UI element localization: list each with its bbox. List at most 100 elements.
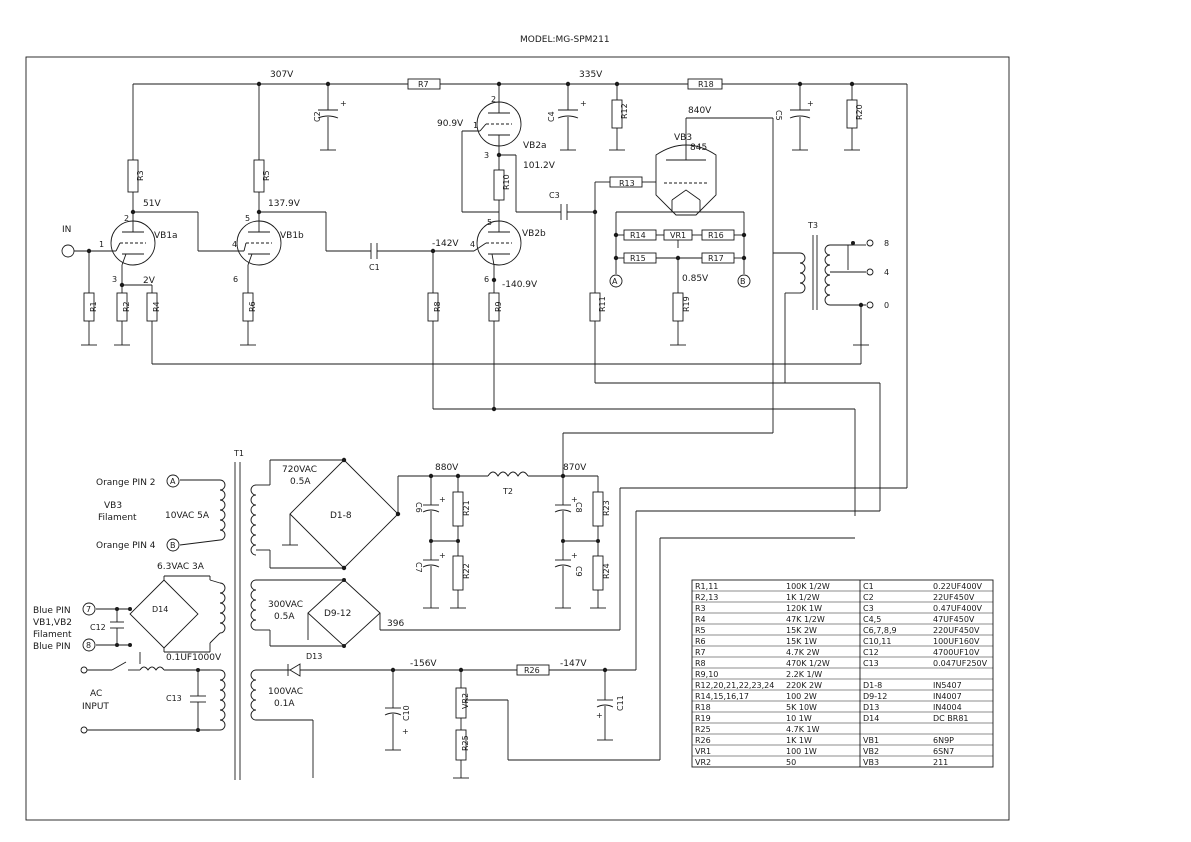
label-c13: C13 <box>166 694 182 703</box>
label-r26: R26 <box>524 666 540 675</box>
parts-table-cell: R1,11 <box>695 582 718 591</box>
parts-table-cell: 1K 1/2W <box>786 593 820 602</box>
label-r12: R12 <box>620 103 629 119</box>
pin-vb1a-3: 3 <box>112 275 117 284</box>
label-r8: R8 <box>433 301 442 312</box>
parts-table-cell: R26 <box>695 736 711 745</box>
parts-table-cell: 22UF450V <box>933 593 975 602</box>
pin-vb1b-5: 5 <box>245 214 250 223</box>
label-ac: AC <box>90 689 102 699</box>
pin-vb2a-3: 3 <box>484 151 489 160</box>
parts-table-cell: 15K 2W <box>786 626 817 635</box>
parts-table-cell: VR2 <box>695 758 711 767</box>
negative-bias: + + <box>256 663 636 779</box>
label-vr1: VR1 <box>670 231 686 240</box>
pin-vb2a-1: 1 <box>473 121 478 130</box>
parts-table-cell: 120K 1W <box>786 604 822 613</box>
label-300vac: 300VAC <box>268 600 303 610</box>
bridge-d9-12 <box>256 578 381 648</box>
label-r21: R21 <box>462 500 471 516</box>
tube-vb2b <box>473 220 522 412</box>
label-c7: C7 <box>414 562 423 573</box>
pin-vb2a-2: 2 <box>491 95 496 104</box>
voltage-minus-156: -156V <box>410 659 437 669</box>
label-d14: D14 <box>152 605 168 614</box>
parts-table-cell: 0.22UF400V <box>933 582 983 591</box>
svg-text:+: + <box>340 99 347 108</box>
label-vb3: VB3 <box>674 133 692 143</box>
svg-text:+: + <box>571 495 578 504</box>
voltage-870: 870V <box>563 463 587 473</box>
parts-table-cell: R19 <box>695 714 711 723</box>
pin-vb2b-5: 5 <box>487 218 492 227</box>
label-r14: R14 <box>630 231 646 240</box>
label-vb1-vb2: VB1,VB2 <box>33 618 72 628</box>
label-t2: T2 <box>502 487 513 496</box>
parts-table-cell: C3 <box>863 604 874 613</box>
label-orange-pin-4: Orange PIN 4 <box>96 541 156 551</box>
label-c11: C11 <box>616 695 625 711</box>
parts-table-cell: C2 <box>863 593 874 602</box>
label-r17: R17 <box>708 254 724 263</box>
tap-4: 4 <box>884 268 889 277</box>
parts-table-cell: 0.47UF400V <box>933 604 983 613</box>
orange-pin-4-terminal <box>166 538 180 552</box>
parts-table-cell: IN4007 <box>933 692 962 701</box>
voltage-90-9: 90.9V <box>437 119 464 129</box>
parts-table-cell: R4 <box>695 615 706 624</box>
label-r7: R7 <box>418 80 429 89</box>
sheet-border <box>25 56 1010 821</box>
tube-vb2a <box>476 84 522 170</box>
pin-vb2b-6: 6 <box>484 275 489 284</box>
capacitor-c4: + <box>557 84 587 151</box>
parts-table-cell: VR1 <box>695 747 711 756</box>
parts-table-cell: VB2 <box>863 747 879 756</box>
voltage-880: 880V <box>435 463 459 473</box>
label-c3: C3 <box>549 191 560 200</box>
parts-table-cell: D9-12 <box>863 692 887 701</box>
parts-table-cell: 100K 1/2W <box>786 582 830 591</box>
parts-table-cell: 211 <box>933 758 948 767</box>
parts-table-cell: R9,10 <box>695 670 718 679</box>
psu-return-wires <box>380 487 907 761</box>
parts-table-cell: R6 <box>695 637 706 646</box>
label-pin-8: 8 <box>86 641 91 650</box>
svg-text:+: + <box>571 551 578 560</box>
label-0-1uf: 0.1UF1000V <box>166 653 222 663</box>
parts-table-cell: 47K 1/2W <box>786 615 825 624</box>
voltage-101-2: 101.2V <box>523 161 556 171</box>
label-vb3-psu: VB3 <box>104 501 122 511</box>
pin-vb1a-1: 1 <box>99 240 104 249</box>
label-0-1a: 0.1A <box>274 699 295 709</box>
parts-table-cell: D13 <box>863 703 879 712</box>
label-vb2b: VB2b <box>522 229 546 239</box>
label-c5: C5 <box>774 110 783 121</box>
label-c10: C10 <box>402 705 411 721</box>
orange-pin-2-terminal <box>166 474 180 488</box>
pin-vb1b-6: 6 <box>233 275 238 284</box>
voltage-0-85: 0.85V <box>682 274 709 284</box>
label-c4: C4 <box>547 111 556 122</box>
bias-network <box>609 211 751 346</box>
filter-870: + + <box>554 476 606 609</box>
label-blue-pin-7: Blue PIN <box>33 606 71 616</box>
voltage-307: 307V <box>270 70 294 80</box>
label-vb2a: VB2a <box>523 141 547 151</box>
vb2-wiring <box>461 130 881 511</box>
parts-table-cell: 15K 1W <box>786 637 817 646</box>
parts-table-cell: R5 <box>695 626 706 635</box>
label-r24: R24 <box>602 563 611 579</box>
capacitor-c5: + <box>789 84 814 151</box>
parts-table-cell: VB1 <box>863 736 879 745</box>
svg-text:+: + <box>402 727 409 736</box>
label-in: IN <box>62 225 71 235</box>
svg-text:+: + <box>807 99 814 108</box>
capacitor-c2: + <box>317 84 347 151</box>
parts-table-cell: C6,7,8,9 <box>863 626 897 635</box>
parts-table-cell: R18 <box>695 703 711 712</box>
label-c9: C9 <box>574 566 583 577</box>
svg-text:+: + <box>596 711 603 720</box>
svg-text:+: + <box>439 551 446 560</box>
label-r10: R10 <box>502 174 511 190</box>
